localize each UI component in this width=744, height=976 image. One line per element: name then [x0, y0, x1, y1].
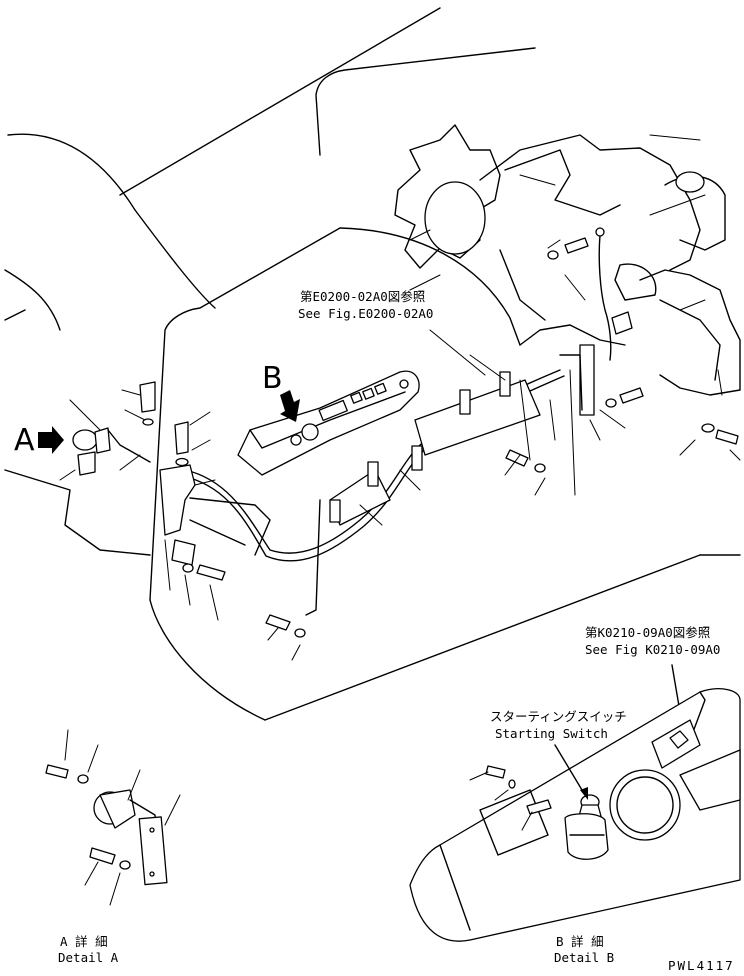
marker-b-arrow [280, 390, 300, 422]
top-callout-leader [429, 329, 486, 376]
engine-wire-harness [547, 227, 741, 461]
detail-a-part-in-view [59, 399, 151, 481]
marker-b-label: B [262, 361, 283, 396]
engine-assembly [394, 124, 741, 396]
starting-switch-label-en: Starting Switch [495, 726, 608, 741]
detail-b-title-en: Detail B [554, 950, 614, 965]
detail-a-title-jp: A 詳 細 [60, 934, 108, 949]
detail-b-title-jp: B 詳 細 [556, 934, 604, 949]
marker-a-label: A [14, 423, 35, 458]
dash-panel [237, 370, 420, 476]
ref-top-jp: 第E0200-02A0図参照 [300, 289, 425, 304]
detail-a-title-en: Detail A [58, 950, 119, 965]
machine-body-outline [4, 7, 741, 721]
main-harness [184, 354, 576, 616]
ref-bottom-jp: 第K0210-09A0図参照 [585, 625, 710, 640]
starting-switch-label-jp: スターティングスイッチ [490, 709, 627, 724]
ref-top-en: See Fig.E0200-02A0 [298, 306, 433, 321]
detail-b-drawing [409, 688, 741, 942]
detail-a-drawing [45, 729, 181, 906]
ref-bottom-en: See Fig K0210-09A0 [585, 642, 720, 657]
left-bracket-group [119, 381, 226, 621]
harness-fasteners [265, 449, 546, 661]
drawing-number: PWL4117 [668, 958, 735, 973]
marker-a-arrow [38, 426, 64, 454]
